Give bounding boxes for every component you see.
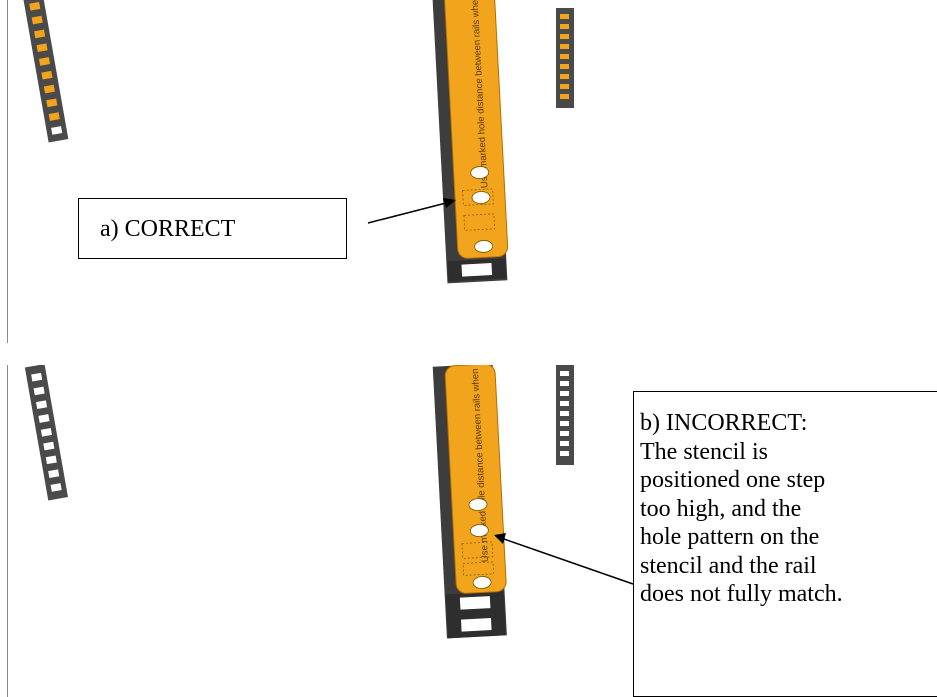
stencil-holes [470,166,493,253]
center-rail: Use marked hole distance between rails w… [432,0,509,284]
caption-line: stencil and the rail [640,552,817,579]
center-rail: Use marked hole distance between rails w… [432,365,507,639]
caption-incorrect: b) INCORRECT: The stencil is positioned … [633,391,937,697]
caption-line: positioned one step [640,467,826,493]
panel-a-left-border [7,0,8,343]
left-rail-stencil-holes [29,1,60,121]
rail-illustration-correct: Use marked hole distance between rails w… [22,0,574,284]
stencil [444,365,507,594]
panel-correct: Use marked hole distance between rails w… [0,0,937,343]
stencil-holes [468,498,492,589]
caption-line: The stencil is [640,438,768,465]
stencil [444,0,509,259]
caption-correct: a) CORRECT [78,198,347,259]
caption-line: hole pattern on the [640,524,820,550]
caption-line: b) INCORRECT: [640,410,808,436]
right-rail [556,365,574,465]
arrow-correct [367,198,456,224]
right-rail [556,8,574,108]
caption-line: too high, and the [640,495,802,522]
caption-line: does not fully match. [640,581,843,607]
left-rail [22,0,69,143]
panel-incorrect: Use marked hole distance between rails w… [0,365,937,697]
left-rail [24,365,68,501]
rail-illustration-incorrect: Use marked hole distance between rails w… [24,365,634,639]
arrow-incorrect [494,533,634,585]
panel-b-left-border [7,365,8,697]
